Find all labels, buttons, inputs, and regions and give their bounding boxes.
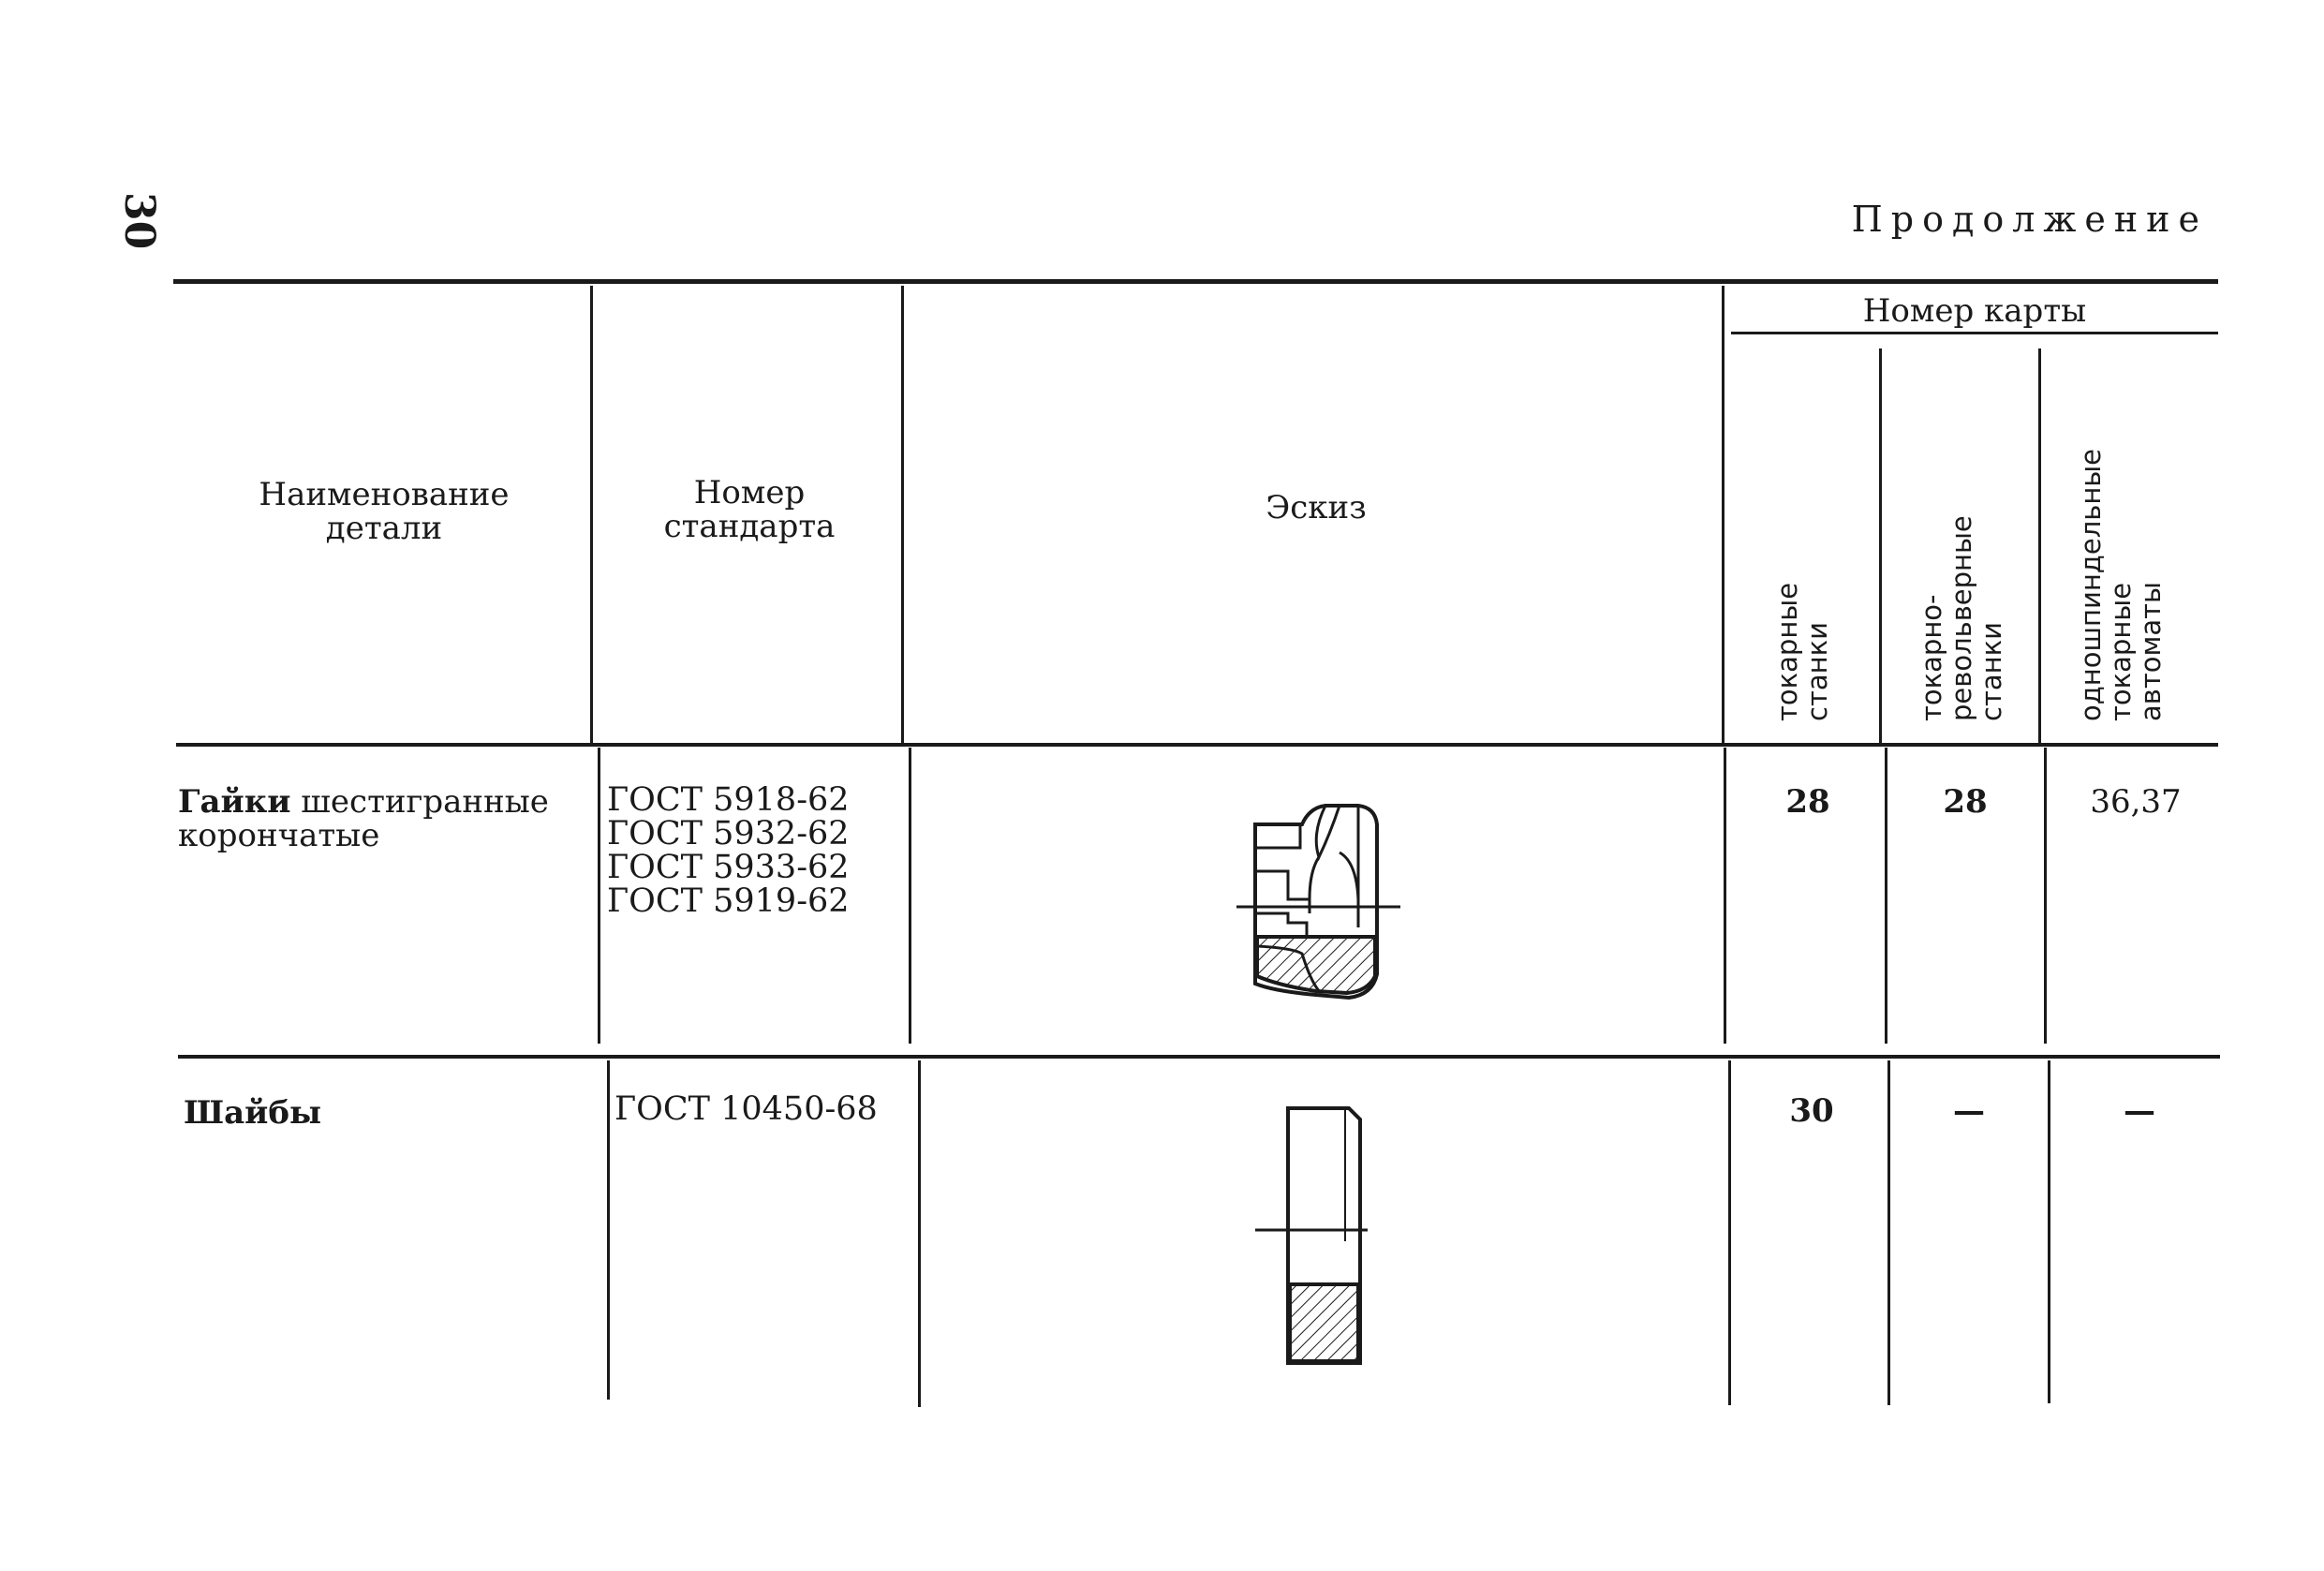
header-card-automat: одношпиндельные токарные автоматы — [2075, 448, 2167, 721]
page-number: 30 — [115, 192, 163, 250]
row1-part-name-rest: шестигранные корончатые — [178, 783, 549, 854]
col-divider — [909, 748, 911, 1044]
row-divider-rule — [178, 1055, 2220, 1059]
row2-card-lathe: 30 — [1789, 1092, 1834, 1130]
col-divider — [2048, 1060, 2050, 1403]
header-card-turret: токарно- револьверные станки — [1916, 515, 2007, 721]
row1-card-lathe: 28 — [1785, 783, 1830, 821]
row1-part-name: Гайки шестигранные корончатые — [178, 785, 590, 852]
row2-part-name-bold: Шайбы — [184, 1094, 322, 1132]
row2-card-automat: — — [2124, 1092, 2155, 1130]
row1-part-name-bold: Гайки — [178, 783, 291, 821]
col-divider — [2044, 748, 2047, 1044]
washer-sketch-icon — [1255, 1106, 1368, 1365]
card-group-rule — [1731, 332, 2218, 334]
header-standard: Номер стандарта — [663, 474, 836, 545]
col-divider — [1879, 348, 1882, 743]
header-card-lathe: токарные станки — [1771, 582, 1833, 721]
header-part-name: Наименование детали — [259, 476, 510, 547]
header-card-group: Номер карты — [1862, 292, 2087, 330]
row1-card-automat: 36,37 — [2090, 783, 2182, 821]
row1-standards: ГОСТ 5918-62 ГОСТ 5932-62 ГОСТ 5933-62 Г… — [607, 781, 850, 920]
col-divider — [598, 748, 600, 1044]
header-bottom-rule — [176, 743, 2218, 747]
col-divider — [1887, 1060, 1890, 1405]
row2-card-turret: — — [1953, 1092, 1985, 1130]
col-divider — [2038, 348, 2041, 743]
col-divider — [901, 286, 904, 743]
col-divider — [1724, 748, 1726, 1044]
col-divider — [590, 286, 593, 743]
col-divider — [1885, 748, 1887, 1044]
table-top-rule — [173, 279, 2218, 284]
castle-nut-sketch-icon — [1236, 804, 1400, 1000]
col-divider — [607, 1060, 610, 1400]
col-divider — [1722, 286, 1724, 743]
col-divider — [918, 1060, 921, 1407]
col-divider — [1728, 1060, 1731, 1405]
header-sketch: Эскиз — [1266, 489, 1367, 526]
row2-part-name: Шайбы — [184, 1096, 596, 1130]
row1-card-turret: 28 — [1943, 783, 1988, 821]
row2-standards: ГОСТ 10450-68 — [614, 1090, 878, 1128]
continuation-label: Продолжение — [1851, 199, 2208, 240]
